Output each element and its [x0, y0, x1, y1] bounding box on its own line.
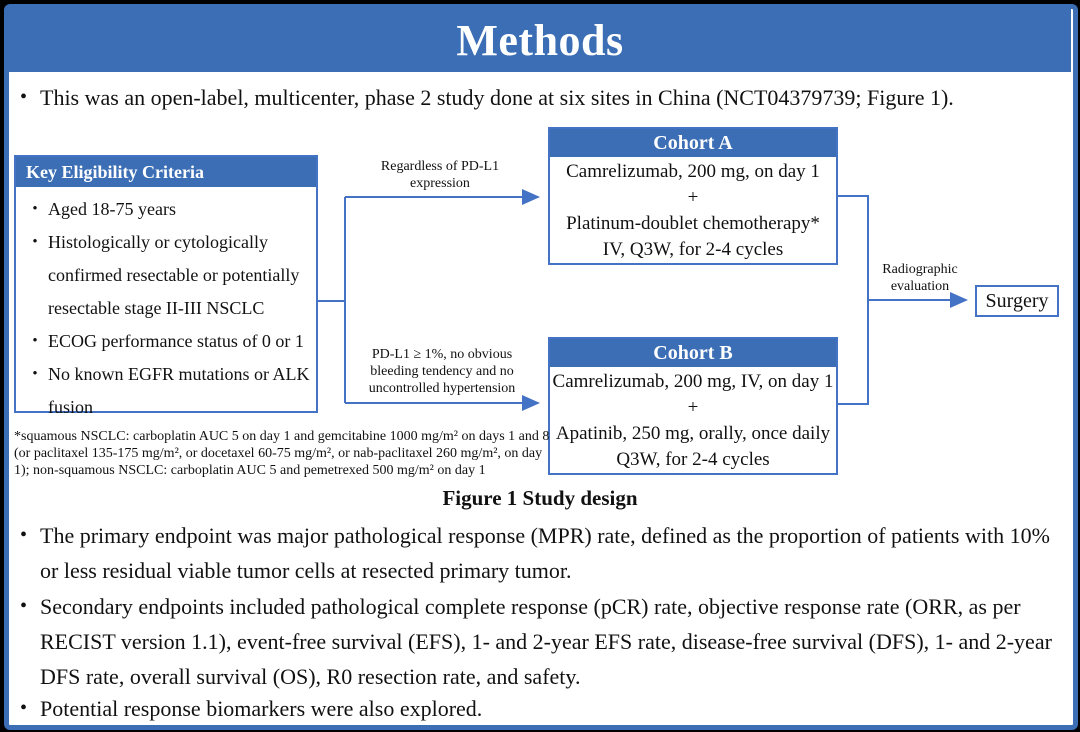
cohort-a-body: Camrelizumab, 200 mg, on day 1 + Platinu…: [550, 157, 836, 263]
primary-endpoint-bullet: • The primary endpoint was major patholo…: [16, 518, 1060, 588]
bullet-marker: •: [32, 234, 38, 250]
bullet-marker: •: [20, 524, 28, 546]
list-item: • Histologically or cytologically confir…: [22, 226, 312, 325]
chemotherapy-footnote: *squamous NSCLC: carboplatin AUC 5 on da…: [14, 429, 550, 478]
cohort-a-line: +: [687, 187, 699, 208]
page-title: Methods: [456, 16, 624, 65]
eligibility-list: • Aged 18-75 years • Histologically or c…: [16, 187, 316, 424]
list-item: • Aged 18-75 years: [22, 193, 312, 226]
cohort-a-box: Cohort A Camrelizumab, 200 mg, on day 1 …: [548, 127, 838, 265]
radiographic-evaluation-label: Radiographic evaluation: [882, 262, 958, 294]
cohort-a-line: Platinum-doublet chemotherapy*: [566, 213, 820, 234]
intro-bullet: • This was an open-label, multicenter, p…: [16, 80, 1060, 115]
figure-caption: Figure 1 Study design: [442, 486, 638, 510]
bullet-marker: •: [32, 366, 38, 382]
cohort-a-line: Camrelizumab, 200 mg, on day 1: [566, 161, 820, 182]
branch-label-cohort-b: PD-L1 ≥ 1%, no obvious bleeding tendency…: [368, 347, 516, 396]
list-item: • ECOG performance status of 0 or 1: [22, 325, 312, 358]
list-item: • No known EGFR mutations or ALK fusion: [22, 358, 312, 424]
cohort-b-line: Q3W, for 2-4 cycles: [616, 449, 770, 470]
surgery-box: Surgery: [975, 285, 1059, 317]
cohort-b-body: Camrelizumab, 200 mg, IV, on day 1 + Apa…: [550, 367, 836, 473]
cohort-a-line: IV, Q3W, for 2-4 cycles: [602, 239, 784, 260]
bullet-marker: •: [20, 86, 28, 108]
eligibility-box-title: Key Eligibility Criteria: [16, 157, 316, 187]
branch-label-cohort-a: Regardless of PD-L1 expression: [380, 159, 500, 191]
secondary-endpoints-bullet: • Secondary endpoints included pathologi…: [16, 589, 1060, 694]
biomarkers-bullet: • Potential response biomarkers were als…: [16, 691, 1060, 726]
cohort-a-title: Cohort A: [550, 129, 836, 157]
cohort-b-line: Camrelizumab, 200 mg, IV, on day 1: [552, 371, 834, 392]
bullet-marker: •: [20, 697, 28, 719]
bullet-marker: •: [32, 333, 38, 349]
cohort-b-title: Cohort B: [550, 339, 836, 367]
cohort-b-line: +: [687, 397, 699, 418]
eligibility-box: Key Eligibility Criteria • Aged 18-75 ye…: [14, 155, 318, 417]
slide-header: Methods: [9, 9, 1071, 72]
cohort-b-line: Apatinib, 250 mg, orally, once daily: [555, 423, 831, 444]
bullet-marker: •: [32, 201, 38, 217]
intro-bullet-text: This was an open-label, multicenter, pha…: [40, 85, 954, 110]
bullet-marker: •: [20, 595, 28, 617]
cohort-b-box: Cohort B Camrelizumab, 200 mg, IV, on da…: [548, 337, 838, 475]
